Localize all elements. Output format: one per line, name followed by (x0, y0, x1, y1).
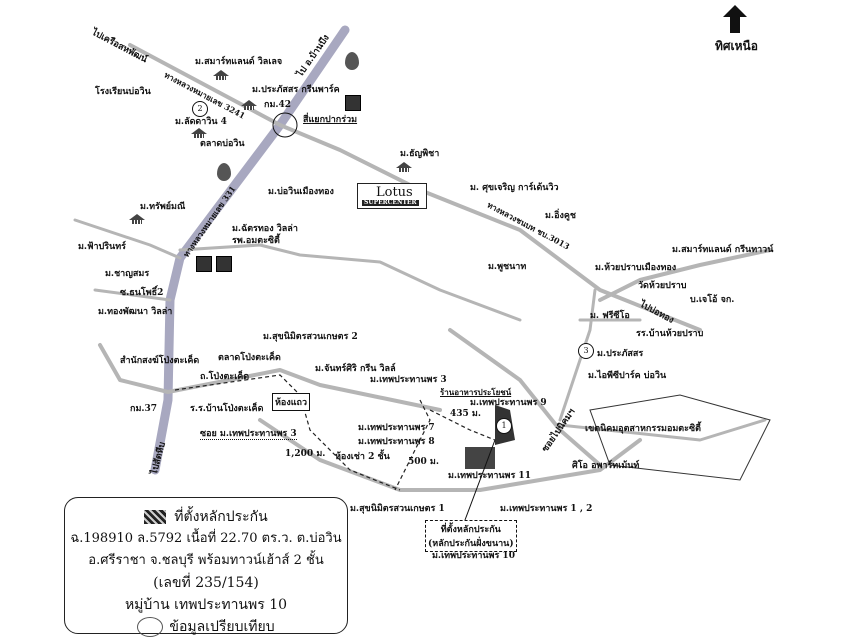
place-amata-apartment: ศิโอ อพาร์ทเม้นท์ (572, 461, 640, 471)
collateral-callout-sub: (หลักประกันฝั่งขนาน) (428, 539, 514, 549)
route-dashed-3 (429, 409, 496, 441)
bank-icon (216, 256, 232, 272)
place-thep8: ม.เทพประทานพร 8 (358, 437, 435, 447)
house-icon (212, 70, 230, 80)
lotus-name: Lotus (376, 185, 413, 200)
legend-line4: หมู่บ้าน เทพประทานพร 10 (124, 597, 288, 613)
marker-1: 1 (496, 418, 512, 434)
place-suknimit1: ม.สุขนิมิตรสวนเกษตร 1 (350, 504, 445, 514)
road-soi-nikom (448, 328, 602, 467)
place-thep7: ม.เทพประทานพร 7 (358, 423, 435, 433)
place-smart-green: ม.สมาร์ทแลนด์ กรีนทาวน์ (672, 245, 774, 255)
place-fah: ม.ฟ้าปรินทร์ (78, 242, 126, 252)
place-sukcharoen: ม. ศุขเจริญ การ์เด้นวิว (470, 183, 559, 193)
marker-2: 2 (192, 101, 208, 117)
place-pak-ruam: สี่แยกปากร่วม (303, 115, 358, 125)
place-shophouse2: ห้องเช่า 2 ชั้น (335, 452, 390, 462)
place-shophouse: ห้องแถว (272, 393, 311, 411)
place-suknimit2: ม.สุขนิมิตรสวนเกษตร 2 (263, 332, 358, 342)
lotus-logo: Lotus SUPERCENTER (357, 183, 427, 209)
road-west-2 (93, 288, 172, 302)
place-chansiri: ม.จันทร์ศิริ กรีน วิลล์ (315, 364, 396, 374)
amata-industrial-zone (589, 394, 771, 481)
road-west-1 (73, 218, 182, 260)
place-amata-hospital: รพ.อมตะซิตี้ (232, 236, 280, 246)
place-chatthong: ม.ฉัตรทอง วิลล่า (232, 224, 298, 234)
place-km37: กม.37 (130, 404, 158, 414)
road-industrial (558, 418, 767, 442)
bank-icon (345, 95, 361, 111)
bank-icon (196, 256, 212, 272)
place-smart-village: ม.สมาร์ทแลนด์ วิลเลจ (195, 57, 283, 67)
legend: ที่ตั้งหลักประกัน ฉ.198910 ล.5792 เนื้อท… (64, 497, 348, 637)
pak-ruam-circle (272, 112, 298, 138)
place-thongpattana: ม.ทองพัฒนา วิลล่า (98, 307, 173, 317)
lotus-sub: SUPERCENTER (362, 199, 419, 206)
place-prasatsorn: ม.ประภัสสร (597, 349, 644, 359)
place-industrial: เขตนิคมอุตสาหกรรมอมตะซิตี้ (585, 424, 701, 434)
hatch-icon (144, 510, 167, 524)
place-pong-school: ร.ร.บ้านโป่งตะเค็ด (190, 404, 264, 414)
place-sabai: ม.ทรัพย์มณี (140, 202, 186, 212)
place-prasat-green: ม.ประภัสสร กรีนพาร์ค (252, 85, 340, 95)
distance-500: 500 ม. (408, 457, 439, 467)
house-icon (190, 128, 208, 138)
place-thep3: ม.เทพประทานพร 3 (370, 375, 447, 385)
north-label: ทิศเหนือ (715, 39, 758, 53)
place-pong-market: ตลาดโป่งตะเค็ด (218, 353, 281, 363)
temple-icon (217, 163, 231, 181)
distance-435: 435 ม. (450, 409, 481, 419)
road-label-pong: ถ.โป่งตะเค็ด (200, 372, 250, 382)
place-prayoon: ร้านอาหารประโยชน์ (440, 387, 512, 397)
legend-line2: อ.ศรีราชา จ.ชลบุรี พร้อมทาวน์เฮ้าส์ 2 ชั… (88, 553, 324, 568)
collateral-callout: ที่ตั้งหลักประกัน (หลักประกันฝั่งขนาน) (425, 520, 517, 552)
place-thep12: ม.เทพประทานพร 1 , 2 (500, 504, 593, 514)
place-phuchanat: ม.พูชนาท (488, 262, 527, 272)
road-label-soi-thep3: ซอย ม.เทพประทานพร 3 (200, 429, 297, 440)
place-km42: กม.42 (264, 100, 292, 110)
place-thanya: ม.ธัญพิชา (400, 149, 440, 159)
road-south (258, 418, 642, 492)
place-thep10: ม.เทพประทานพร 10 (432, 551, 515, 561)
place-bowin-muangthong: ม.บ่อวินเมืองทอง (268, 187, 334, 197)
highway-331 (150, 25, 350, 475)
road-amata (178, 243, 522, 322)
legend-line1: ฉ.198910 ล.5792 เนื้อที่ 22.70 ตร.ว. ต.บ… (70, 531, 342, 546)
temple-icon (345, 52, 359, 70)
legend-title-row: ที่ตั้งหลักประกัน (65, 506, 347, 528)
house-icon (240, 100, 258, 110)
place-school-bowin: โรงเรียนบ่อวิน (95, 87, 151, 97)
place-ladda4: ม.ลัดดาวิน 4 (175, 117, 227, 127)
place-thep11: ม.เทพประทานพร 11 (448, 471, 531, 481)
place-free-city: ม. ฟรีซีโอ (590, 311, 630, 321)
place-pong-temple: สำนักสงฆ์โป่งตะเค็ด (120, 356, 200, 366)
place-chanya: ม.ชาญสมร (105, 269, 150, 279)
place-huaypraban: ม.ห้วยปราบเมืองทอง (595, 263, 677, 273)
place-wat-huaypraban: วัดห้วยปราบ (638, 281, 687, 291)
place-school-huaypraban: รร.บ้านห้วยปราบ (636, 329, 704, 339)
thep11-hatch (465, 447, 495, 469)
house-icon (128, 214, 146, 224)
collateral-callout-title: ที่ตั้งหลักประกัน (440, 525, 501, 535)
place-thanaphon2: ซ.ธนโพธิ์2 (120, 288, 164, 298)
place-bjo: บ.เจโอ้ จก. (690, 295, 735, 305)
legend-comparison: ข้อมูลเปรียบเทียบ (169, 619, 275, 635)
road-east (598, 248, 772, 302)
distance-1200: 1,200 ม. (285, 449, 326, 459)
legend-title: ที่ตั้งหลักประกัน (174, 509, 268, 525)
house-icon (395, 162, 413, 172)
place-ipark: ม.ไอพีซีปาร์ค บ่อวิน (588, 371, 667, 381)
place-ingkhuth: ม.อิ่งคูช (545, 211, 576, 221)
legend-line3: (เลขที่ 235/154) (153, 575, 259, 591)
leader-line (464, 439, 496, 521)
north-arrow-icon (722, 4, 748, 34)
place-bowin-market: ตลาดบ่อวิน (200, 139, 245, 149)
place-thep9: ม.เทพประทานพร 9 (470, 398, 547, 408)
marker-3: 3 (578, 343, 594, 359)
comparison-oval-icon (137, 617, 164, 637)
road-pong (98, 343, 442, 412)
legend-comparison-row: ข้อมูลเปรียบเทียบ (65, 616, 347, 638)
